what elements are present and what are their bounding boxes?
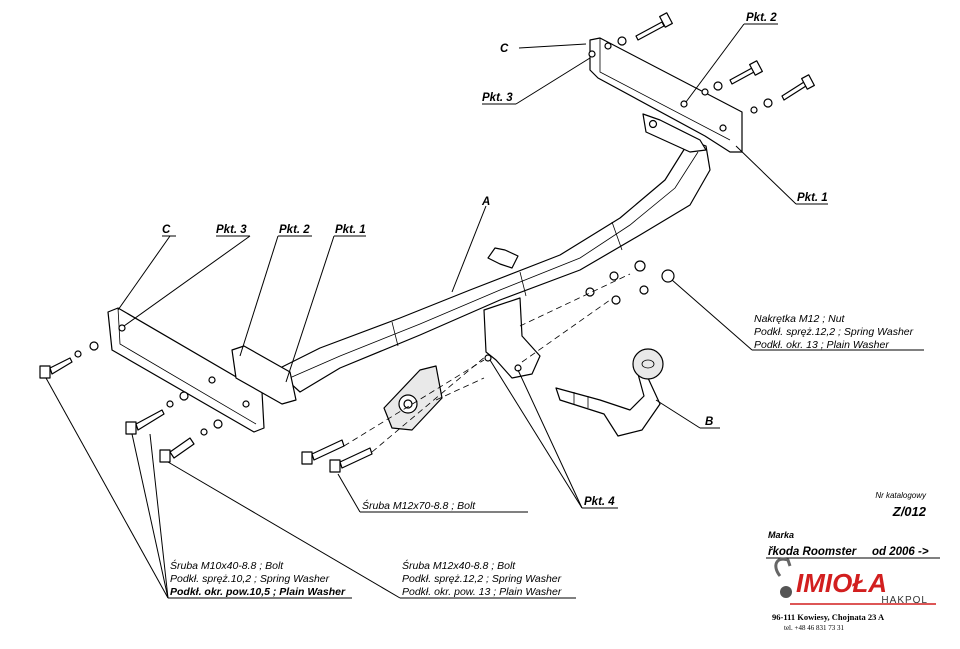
brand-address: 96-111 Kowiesy, Chojnata 23 A — [772, 612, 885, 622]
note-bolt-m12x40-line2: Podkł. spręż.12,2 ; Spring Washer — [402, 573, 562, 585]
hook-icon — [774, 557, 792, 577]
note-bolt-m12x40-line3: Podkł. okr. pow. 13 ; Plain Washer — [402, 586, 562, 598]
vehicle-model: řkoda Roomster — [768, 546, 857, 558]
brand-logo: IMIOŁA HAKPOL 96-111 Kowiesy, Chojnata 2… — [772, 557, 936, 632]
note-nut-line1: Nakrętka M12 ; Nut — [754, 313, 846, 325]
ball-icon — [780, 586, 792, 598]
label-pkt1-top: Pkt. 1 — [797, 192, 828, 204]
label-pkt4: Pkt. 4 — [584, 496, 615, 508]
leader-lines — [45, 23, 924, 599]
brand-name: IMIOŁA — [796, 568, 887, 598]
note-nut-line2: Podkł. spręż.12,2 ; Spring Washer — [754, 326, 914, 338]
catalog-label: Nr katalogowy — [875, 491, 927, 500]
fastener-notes: Nakrętka M12 ; Nut Podkł. spręż.12,2 ; S… — [170, 313, 914, 598]
note-bolt-m12x40-line1: Śruba M12x40-8.8 ; Bolt — [402, 559, 516, 572]
note-nut-line3: Podkł. okr. 13 ; Plain Washer — [754, 339, 889, 351]
tow-ball-b — [555, 348, 664, 437]
right-side-bracket — [589, 37, 743, 153]
note-bolt-m10x40-line3: Podkł. okr. pow.10,5 ; Plain Washer — [170, 586, 346, 598]
ball-mount-plate — [483, 297, 541, 379]
label-pkt1-left: Pkt. 1 — [335, 224, 366, 236]
catalog-number: Z/012 — [892, 504, 927, 519]
assembly-lines — [343, 273, 631, 453]
brand-sub: HAKPOL — [881, 595, 928, 606]
note-bolt-m10x40-line1: Śruba M10x40-8.8 ; Bolt — [170, 559, 284, 572]
left-side-bracket — [107, 307, 297, 433]
label-pkt2-left: Pkt. 2 — [279, 224, 310, 236]
fasteners — [39, 12, 815, 473]
label-pkt2-top: Pkt. 2 — [746, 12, 777, 24]
label-pkt3-left: Pkt. 3 — [216, 224, 247, 236]
note-bolt-m12x70: Śruba M12x70-8.8 ; Bolt — [362, 499, 476, 512]
label-pkt3-top: Pkt. 3 — [482, 92, 513, 104]
label-a: A — [481, 196, 490, 208]
note-bolt-m10x40-line2: Podkł. spręż.10,2 ; Spring Washer — [170, 573, 330, 585]
vehicle-year: od 2006 -> — [872, 546, 929, 558]
catalog-info: Nr katalogowy Z/012 Marka řkoda Roomster… — [766, 491, 940, 559]
label-b: B — [705, 416, 713, 428]
brand-phone: tel. +48 46 831 73 31 — [784, 624, 844, 632]
part-labels: C Pkt. 2 Pkt. 3 Pkt. 1 A C Pkt. 3 Pkt. 2… — [162, 12, 828, 508]
label-c-top: C — [500, 43, 509, 55]
make-label: Marka — [768, 530, 794, 540]
crossbar-a — [275, 139, 711, 393]
socket-plate — [383, 365, 443, 431]
label-c-left: C — [162, 224, 171, 236]
